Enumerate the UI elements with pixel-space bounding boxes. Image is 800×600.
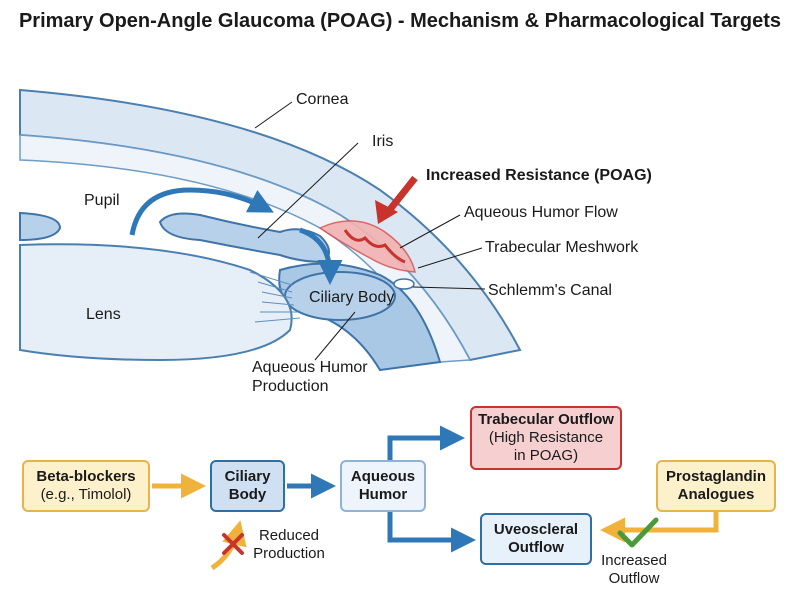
aqueous-flow-arrow (299, 227, 343, 285)
aqueous-production-label: Aqueous Humor Production (252, 359, 368, 395)
schlemms-canal-label: Schlemm's Canal (488, 282, 612, 299)
increased-resistance-arrow (385, 175, 418, 215)
aqueous-flow-label: Aqueous Humor Flow (464, 204, 618, 221)
green-check-icon (617, 517, 659, 548)
beta-blockers-title: Beta-blockers (36, 468, 136, 485)
aqueous-humor-box: Aqueous Humor (340, 460, 426, 512)
ciliary-body-label: Ciliary Body (309, 289, 395, 306)
trabecular-outflow-sub: (High Resistance in POAG) (488, 429, 604, 464)
uveoscleral-outflow-title: Uveoscleral Outflow (493, 521, 579, 556)
aqueous-to-uveoscleral-arrow (387, 512, 476, 553)
diagram-title: Primary Open-Angle Glaucoma (POAG) - Mec… (18, 10, 782, 32)
aqueous-humor-box-title: Aqueous Humor (350, 468, 416, 503)
prostaglandin-box: Prostaglandin Analogues (656, 460, 776, 512)
pupil-flow-arrow (129, 187, 274, 236)
trabecular-outflow-box: Trabecular Outflow (High Resistance in P… (470, 406, 622, 470)
ciliary-body-box-title: Ciliary Body (224, 468, 271, 503)
red-x-icon (222, 533, 244, 555)
prostaglandin-title: Prostaglandin Analogues (665, 468, 766, 503)
trabecular-meshwork-label: Trabecular Meshwork (485, 239, 639, 256)
increased-outflow-label: Increased Outflow (601, 552, 667, 587)
uveoscleral-outflow-box: Uveoscleral Outflow (480, 513, 592, 565)
lens-shape (19, 243, 293, 362)
increased-resistance-arrowhead (375, 200, 398, 224)
increased-resistance-label: Increased Resistance (POAG) (426, 167, 652, 184)
trabecular-meshwork-zone (318, 220, 416, 273)
trabecular-meshwork-squiggle (343, 229, 406, 264)
ciliary-body-box: Ciliary Body (210, 460, 285, 512)
pupil-label: Pupil (84, 192, 120, 209)
prostaglandin-to-uveoscleral-arrow (600, 512, 719, 543)
reduced-production-label: Reduced Production (253, 527, 325, 562)
lens-label: Lens (86, 306, 121, 323)
aqueous-to-trabecular-arrow (387, 425, 465, 462)
cornea-label: Cornea (296, 91, 349, 108)
iris-left-fragment (19, 211, 62, 242)
iris-label: Iris (372, 133, 394, 150)
trabecular-outflow-title: Trabecular Outflow (478, 411, 614, 428)
beta-blockers-box: Beta-blockers (e.g., Timolol) (22, 460, 150, 512)
reduced-production-arrow (210, 520, 247, 571)
schlemms-canal-shape (393, 278, 415, 290)
iris-shape (158, 212, 330, 264)
beta-blockers-sub: (e.g., Timolol) (40, 486, 132, 503)
